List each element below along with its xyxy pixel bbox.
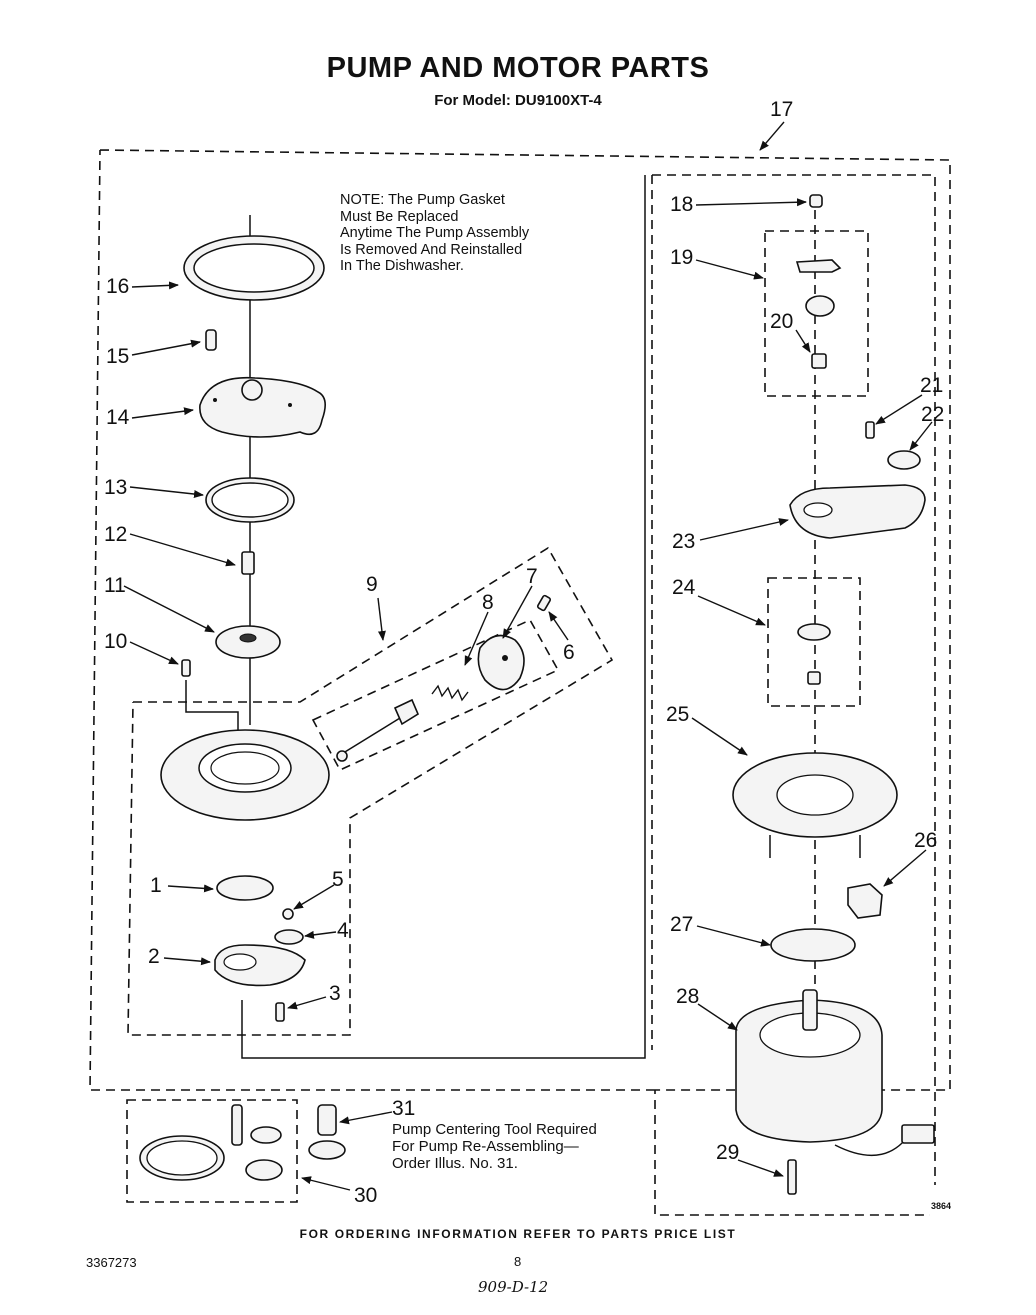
callout-2: 2 xyxy=(148,945,160,968)
callout-19: 19 xyxy=(670,246,694,269)
part-26-clip xyxy=(847,883,883,919)
part-2-base xyxy=(214,944,306,987)
page-number: 8 xyxy=(514,1254,522,1269)
note-line: Must Be Replaced xyxy=(340,208,459,225)
callout-17: 17 xyxy=(770,98,794,121)
handwritten-note: 909-D-12 xyxy=(478,1278,549,1296)
callout-3: 3 xyxy=(329,982,341,1005)
part-1-filter xyxy=(216,875,274,901)
ordering-footer: FOR ORDERING INFORMATION REFER TO PARTS … xyxy=(299,1227,737,1241)
part-13-ring xyxy=(205,477,295,523)
part-30-kit xyxy=(139,1104,283,1181)
callout-22: 22 xyxy=(921,403,945,426)
motor-inner-boundary xyxy=(651,174,936,1185)
model-subtitle: For Model: DU9100XT-4 xyxy=(434,92,602,109)
callout-25: 25 xyxy=(666,703,690,726)
page-title: PUMP AND MOTOR PARTS xyxy=(326,52,710,84)
callout-9: 9 xyxy=(366,573,378,596)
gasket-note: NOTE: The Pump Gasket Must Be Replaced A… xyxy=(340,192,580,275)
callout-10: 10 xyxy=(104,630,128,653)
callout-16: 16 xyxy=(106,275,130,298)
part-28-motor xyxy=(735,989,935,1156)
pump-housing xyxy=(160,729,330,821)
callout-18: 18 xyxy=(670,193,694,216)
part-25-motor-mount xyxy=(732,752,898,858)
part-29-bolt xyxy=(787,1159,797,1195)
callout-12: 12 xyxy=(104,523,128,546)
part-24-box xyxy=(767,577,861,707)
callout-leaders xyxy=(123,121,933,1191)
pump-subassembly-boundary xyxy=(127,546,614,1036)
callout-30: 30 xyxy=(354,1184,378,1207)
valve-subassembly-boundary xyxy=(311,618,560,772)
part-11-impeller xyxy=(215,625,281,659)
callout-23: 23 xyxy=(672,530,696,553)
callout-6: 6 xyxy=(563,641,575,664)
callout-20: 20 xyxy=(770,310,794,333)
callout-15: 15 xyxy=(106,345,130,368)
part-5-ball xyxy=(282,908,294,920)
part-12-bolt xyxy=(241,551,255,575)
connection-line xyxy=(241,175,646,1059)
note-line: Anytime The Pump Assembly xyxy=(340,225,530,242)
part-6-screw xyxy=(536,594,552,612)
part-14-cover xyxy=(199,376,326,438)
note-line: Is Removed And Reinstalled xyxy=(340,241,523,258)
part-10-screw xyxy=(181,659,191,677)
document-number: 3367273 xyxy=(86,1255,137,1270)
part-22-ring xyxy=(887,450,921,470)
callout-24: 24 xyxy=(672,576,696,599)
callout-14: 14 xyxy=(106,406,130,429)
callout-27: 27 xyxy=(670,913,694,936)
part-27-disc xyxy=(770,928,856,962)
callout-8: 8 xyxy=(482,591,494,614)
callout-13: 13 xyxy=(104,476,128,499)
part-4-seal xyxy=(274,929,304,945)
part-19-box xyxy=(764,230,869,397)
part-19-seal xyxy=(805,295,835,317)
tool-note-line: For Pump Re-Assembling— xyxy=(392,1138,579,1155)
callout-28: 28 xyxy=(676,985,700,1008)
part-3-screw xyxy=(275,1002,285,1022)
part-20-bushing xyxy=(811,353,827,369)
callout-7: 7 xyxy=(526,565,538,588)
tool-note-line: Pump Centering Tool Required xyxy=(392,1121,597,1138)
callout-21: 21 xyxy=(920,374,944,397)
callout-1: 1 xyxy=(150,874,162,897)
tool-note-line: Order Illus. No. 31. xyxy=(392,1155,518,1172)
callout-29: 29 xyxy=(716,1141,740,1164)
callout-11: 11 xyxy=(104,574,126,597)
part-8-spring-valve xyxy=(336,684,469,762)
part-23-plate xyxy=(789,484,926,539)
part-16-gasket xyxy=(183,235,325,301)
note-line: In The Dishwasher. xyxy=(340,258,464,275)
part-19-bracket xyxy=(795,259,842,273)
callout-5: 5 xyxy=(332,868,344,891)
assembly-boundary-17 xyxy=(89,149,951,1216)
part-10-path xyxy=(185,680,239,740)
part-21-screw xyxy=(865,421,875,439)
art-code: 3864 xyxy=(931,1201,952,1211)
part-7-valve-cap xyxy=(477,634,525,691)
note-line: NOTE: The Pump Gasket xyxy=(340,192,505,208)
callout-26: 26 xyxy=(914,829,938,852)
centering-tool-note: Pump Centering Tool Required For Pump Re… xyxy=(392,1121,652,1172)
part-18-clip xyxy=(809,194,823,208)
callout-4: 4 xyxy=(337,919,349,942)
part-31-centering-tool xyxy=(308,1104,346,1160)
part-15-screw xyxy=(205,329,217,351)
callout-31: 31 xyxy=(392,1097,416,1120)
part-24-shaft-seal xyxy=(797,623,831,685)
